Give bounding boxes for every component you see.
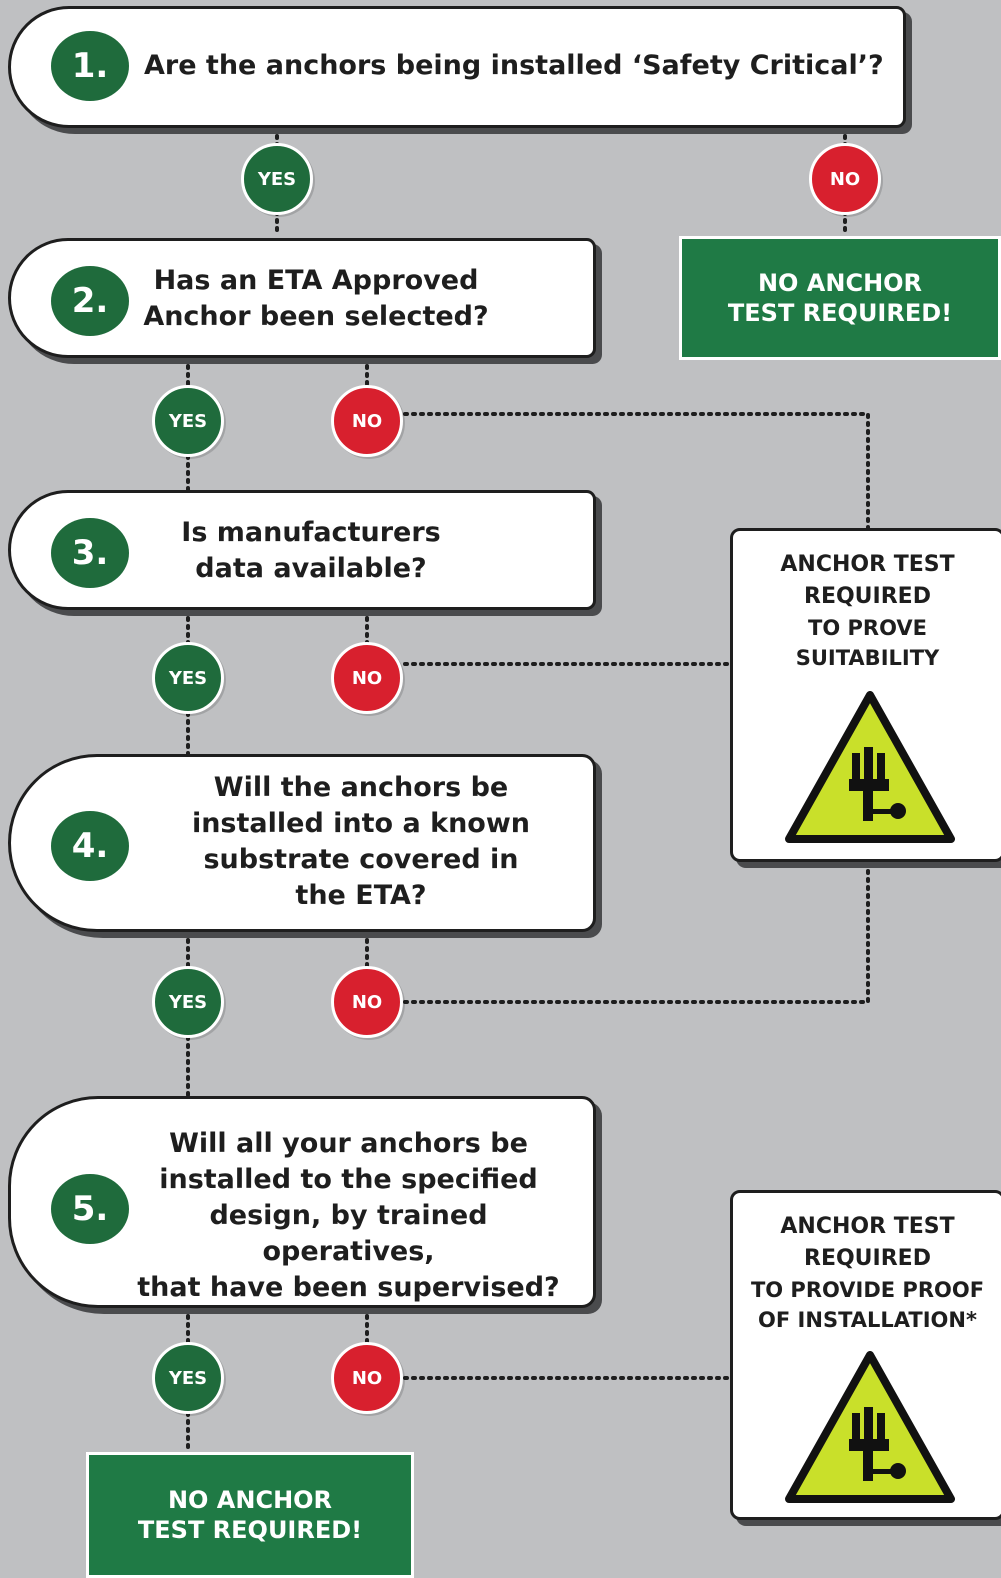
question-4-text: Will the anchors be installed into a kno… xyxy=(191,772,531,911)
question-3-text: Is manufacturers data available? xyxy=(181,517,441,584)
question-4-number: 4. xyxy=(51,811,129,881)
q4-no-badge: NO xyxy=(331,966,403,1038)
q2-no-badge: NO xyxy=(331,385,403,457)
q2-yes-badge: YES xyxy=(152,385,224,457)
installation-subtext: TO PROVIDE PROOF OF INSTALLATION* xyxy=(750,1278,985,1332)
question-3-number: 3. xyxy=(51,518,129,588)
question-2-text: Has an ETA Approved Anchor been selected… xyxy=(143,265,489,332)
installation-heading: ANCHOR TEST REQUIRED xyxy=(780,1214,955,1271)
q1-no-badge: NO xyxy=(809,143,881,215)
q5-yes-badge: YES xyxy=(152,1342,224,1414)
anchor-test-suitability-box: ANCHOR TEST REQUIRED TO PROVE SUITABILIT… xyxy=(730,528,1001,862)
q5-no-badge: NO xyxy=(331,1342,403,1414)
question-5-text: Will all your anchors be installed to th… xyxy=(137,1128,560,1303)
anchor-test-warning-icon xyxy=(785,691,955,843)
q4-yes-badge: YES xyxy=(152,966,224,1038)
question-2-number: 2. xyxy=(51,266,129,336)
anchor-test-warning-icon xyxy=(785,1351,955,1503)
question-3-box: 3. Is manufacturers data available? xyxy=(8,490,596,610)
question-1-text: Are the anchors being installed ‘Safety … xyxy=(144,50,884,81)
suitability-heading: ANCHOR TEST REQUIRED xyxy=(780,552,955,609)
q3-yes-badge: YES xyxy=(152,642,224,714)
question-5-box: 5. Will all your anchors be installed to… xyxy=(8,1096,596,1308)
anchor-test-installation-box: ANCHOR TEST REQUIRED TO PROVIDE PROOF OF… xyxy=(730,1190,1001,1520)
q1-yes-badge: YES xyxy=(241,143,313,215)
no-anchor-test-result-bottom: NO ANCHOR TEST REQUIRED! xyxy=(86,1452,414,1578)
question-5-number: 5. xyxy=(51,1174,129,1244)
question-1-box: 1. Are the anchors being installed ‘Safe… xyxy=(8,6,906,128)
q3-no-badge: NO xyxy=(331,642,403,714)
question-4-box: 4. Will the anchors be installed into a … xyxy=(8,754,596,932)
question-1-number: 1. xyxy=(51,31,129,101)
question-2-box: 2. Has an ETA Approved Anchor been selec… xyxy=(8,238,596,358)
suitability-subtext: TO PROVE SUITABILITY xyxy=(795,616,940,670)
no-anchor-test-result-top: NO ANCHOR TEST REQUIRED! xyxy=(679,236,1001,360)
